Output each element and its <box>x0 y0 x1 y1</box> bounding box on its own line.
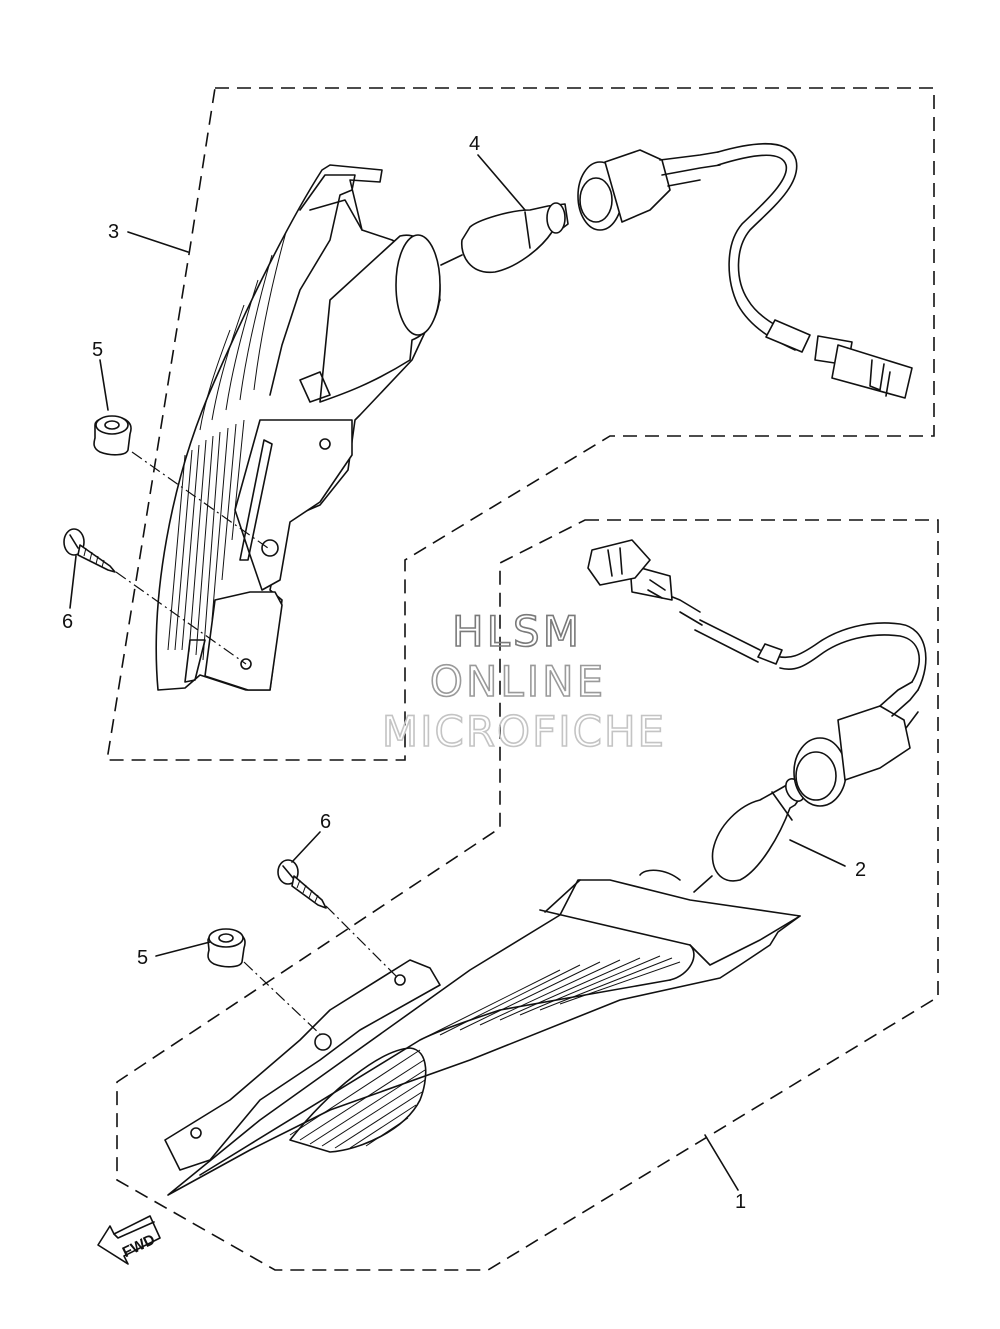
callout-6-lower: 6 <box>320 811 331 833</box>
fwd-arrow-icon: FWD <box>97 1215 161 1265</box>
grommet-upper[interactable] <box>93 415 132 456</box>
leader-3 <box>127 231 189 253</box>
grommet-lower[interactable] <box>207 928 246 968</box>
callout-6-upper: 6 <box>62 611 73 633</box>
leader-2 <box>789 839 846 867</box>
watermark-line-3: MICROFICHE <box>382 707 666 756</box>
callout-5-lower: 5 <box>137 947 148 969</box>
flasher-light-right[interactable] <box>164 869 801 1196</box>
watermark-line-2: ONLINE <box>430 657 606 706</box>
ref-line-screw-lower <box>325 905 399 979</box>
bulb-lower[interactable] <box>693 776 808 893</box>
leader-4 <box>477 154 526 211</box>
upper-assembly-boundary <box>106 87 935 761</box>
ref-line-grommet-lower <box>243 961 323 1037</box>
callout-1: 1 <box>735 1191 746 1213</box>
bulb-upper[interactable] <box>440 202 569 273</box>
leader-1 <box>704 1134 739 1191</box>
lower-assembly-boundary <box>116 519 939 1271</box>
ref-line-grommet-upper <box>131 451 269 549</box>
callout-2: 2 <box>855 859 866 881</box>
callout-5-upper: 5 <box>92 339 103 361</box>
callout-4: 4 <box>469 133 480 155</box>
leader-6-lower <box>291 831 321 863</box>
leader-6-upper <box>69 555 77 609</box>
screw-lower[interactable] <box>277 859 327 909</box>
callout-3: 3 <box>108 221 119 243</box>
leader-5-upper <box>99 359 109 411</box>
ref-line-screw-upper <box>115 571 247 665</box>
socket-harness-upper[interactable] <box>577 143 913 399</box>
watermark: HLSM ONLINE MICROFICHE <box>381 606 666 757</box>
socket-harness-lower[interactable] <box>587 539 927 807</box>
screw-upper[interactable] <box>63 528 116 573</box>
leader-5-lower <box>155 941 211 957</box>
watermark-line-1: HLSM <box>452 607 582 656</box>
flasher-light-left[interactable] <box>155 164 441 691</box>
